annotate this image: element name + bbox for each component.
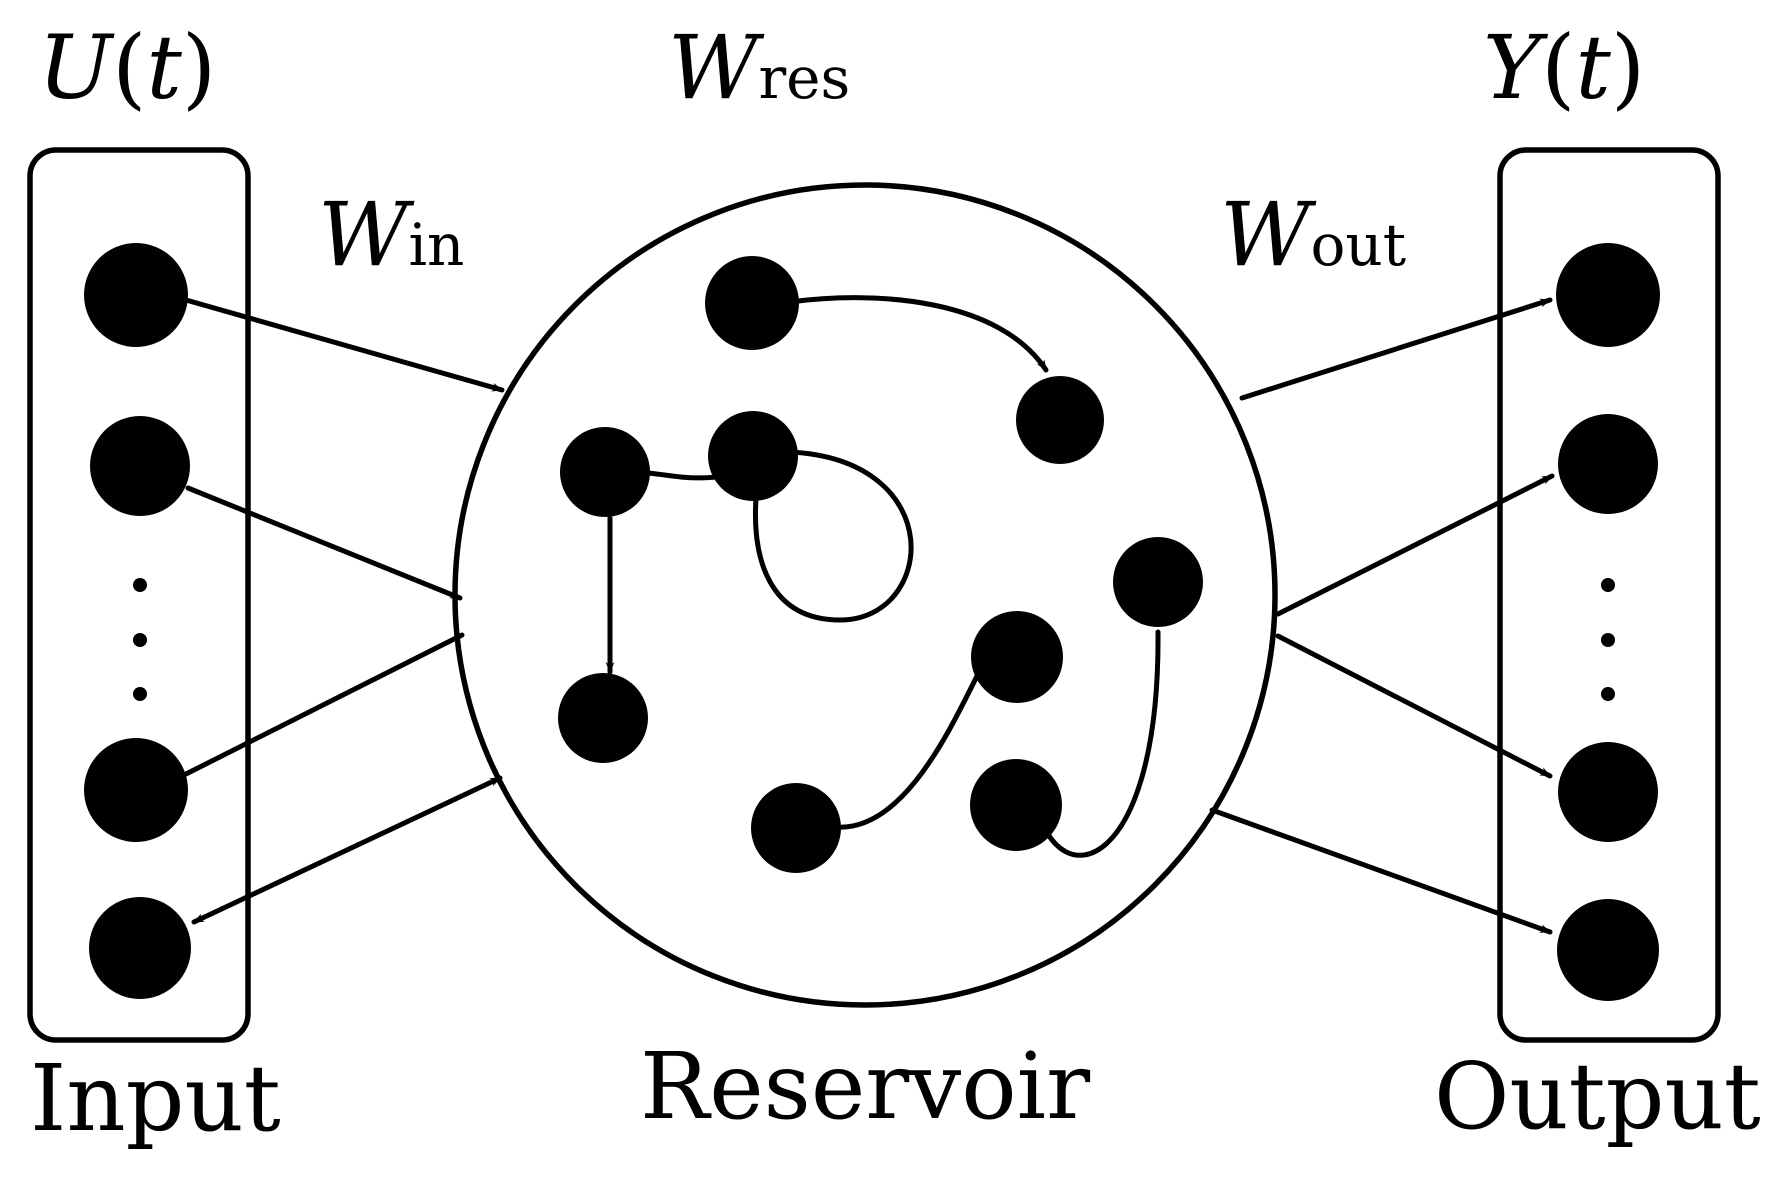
output-weight-label: Wout bbox=[1220, 183, 1406, 286]
reservoir-node bbox=[1113, 537, 1203, 627]
ellipsis-dot bbox=[133, 633, 147, 647]
reservoir-weight-label: Wres bbox=[668, 16, 850, 119]
reservoir-connection bbox=[787, 295, 1049, 373]
svg-text:Wout: Wout bbox=[1220, 183, 1406, 286]
reservoir-node bbox=[708, 411, 798, 501]
output-signal-label: Y(t) bbox=[1483, 16, 1645, 119]
reservoir-node bbox=[705, 256, 799, 350]
input-layer-box bbox=[27, 147, 251, 1043]
output-node bbox=[1558, 742, 1658, 842]
output-connections bbox=[1209, 297, 1555, 935]
svg-text:Win: Win bbox=[318, 183, 464, 286]
output-node bbox=[1556, 243, 1660, 347]
reservoir-node bbox=[1016, 376, 1104, 464]
output-nodes bbox=[1556, 243, 1660, 1001]
input-nodes bbox=[84, 243, 191, 999]
reservoir-node bbox=[560, 427, 650, 517]
ellipsis-dot bbox=[1601, 578, 1615, 592]
reservoir-node bbox=[970, 759, 1062, 851]
input-layer-label: Input bbox=[30, 1045, 281, 1152]
output-ellipsis bbox=[1601, 578, 1615, 701]
input-connection-bidirectional bbox=[191, 775, 503, 925]
input-node bbox=[84, 738, 188, 842]
output-connection bbox=[1275, 633, 1553, 779]
ellipsis-dot bbox=[1601, 633, 1615, 647]
output-layer-label: Output bbox=[1434, 1043, 1761, 1150]
input-connections bbox=[181, 297, 505, 925]
ellipsis-dot bbox=[133, 687, 147, 701]
output-node bbox=[1558, 414, 1658, 514]
reservoir-loop bbox=[752, 449, 914, 623]
ellipsis-dot bbox=[1601, 687, 1615, 701]
reservoir-node bbox=[558, 673, 648, 763]
svg-text:Wres: Wres bbox=[668, 16, 850, 119]
input-connection bbox=[181, 632, 465, 778]
reservoir-node bbox=[971, 611, 1063, 703]
input-node bbox=[89, 897, 191, 999]
reservoir-nodes bbox=[558, 256, 1203, 873]
input-connection bbox=[185, 485, 463, 601]
input-node bbox=[84, 243, 188, 347]
input-node bbox=[90, 416, 190, 516]
output-node bbox=[1557, 899, 1659, 1001]
input-ellipsis bbox=[133, 578, 147, 701]
output-connection bbox=[1275, 473, 1555, 617]
output-layer-box bbox=[1497, 147, 1721, 1043]
output-connection bbox=[1209, 807, 1553, 935]
input-signal-label: U(t) bbox=[38, 16, 216, 119]
input-connection bbox=[183, 297, 505, 393]
reservoir-label: Reservoir bbox=[640, 1033, 1090, 1140]
input-weight-label: Win bbox=[318, 183, 464, 286]
reservoir-node bbox=[751, 783, 841, 873]
reservoir-connection bbox=[825, 667, 983, 830]
ellipsis-dot bbox=[133, 578, 147, 592]
svg-text:U(t): U(t) bbox=[38, 16, 216, 119]
output-connection bbox=[1239, 297, 1553, 401]
svg-text:Y(t): Y(t) bbox=[1483, 16, 1645, 119]
